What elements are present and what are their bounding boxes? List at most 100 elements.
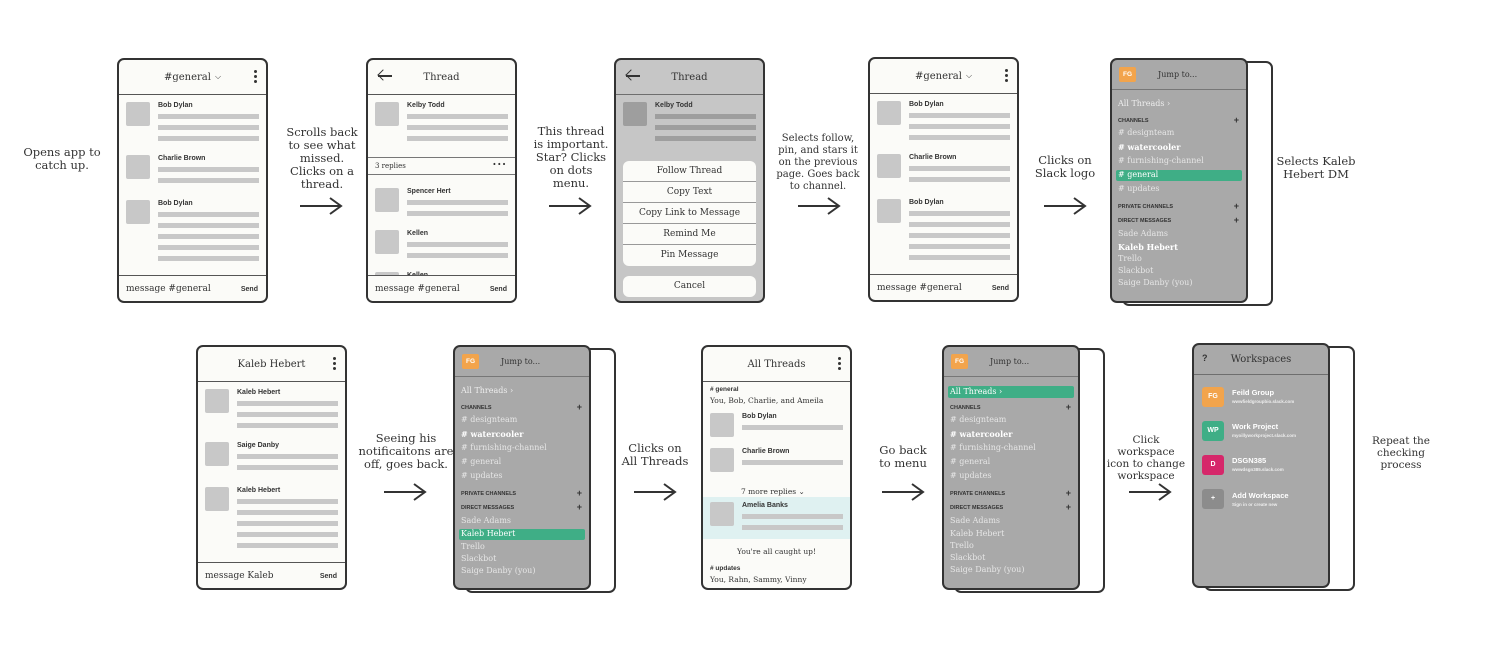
add-icon[interactable]: + (576, 488, 582, 498)
channel-item[interactable]: # watercooler (950, 429, 1013, 439)
thread-channel[interactable]: # general (710, 386, 739, 393)
workspace-icon[interactable]: FG (951, 354, 968, 369)
all-threads-link[interactable]: All Threads › (1118, 99, 1171, 108)
copy-text-button[interactable]: Copy Text (623, 182, 756, 203)
thread-channel[interactable]: # updates (710, 565, 741, 572)
back-arrow-icon[interactable] (626, 75, 640, 77)
dm-item[interactable]: Sade Adams (1118, 229, 1169, 238)
chevron-right-icon: › (999, 387, 1003, 396)
workspace-name[interactable]: Work Project (1232, 422, 1279, 431)
add-workspace-button[interactable]: Add Workspace (1232, 491, 1289, 500)
add-icon[interactable]: + (1233, 201, 1239, 211)
jump-to-search[interactable]: Jump to... (1158, 70, 1198, 79)
chevron-down-icon[interactable]: ⌵ (965, 71, 973, 80)
add-icon[interactable]: + (1065, 502, 1071, 512)
all-threads-link[interactable]: All Threads › (461, 386, 514, 395)
message-author: Charlie Brown (742, 448, 790, 455)
channel-item[interactable]: # designteam (950, 415, 1007, 424)
send-button[interactable]: Send (319, 573, 337, 580)
chevron-down-icon[interactable]: ⌵ (214, 72, 222, 81)
more-icon[interactable] (1005, 69, 1008, 84)
more-icon[interactable] (838, 357, 841, 372)
send-button[interactable]: Send (991, 285, 1009, 292)
channel-item[interactable]: # furnishing-channel (950, 443, 1036, 452)
avatar (710, 502, 734, 526)
dm-item[interactable]: Slackbot (1118, 266, 1154, 275)
workspace-name[interactable]: Feild Group (1232, 388, 1275, 397)
channel-header: #general⌵ (870, 59, 1017, 94)
message-placeholder: message Kaleb (205, 571, 274, 581)
jump-to-search[interactable]: Jump to... (990, 357, 1030, 366)
dm-item[interactable]: Kaleb Hebert (950, 529, 1005, 538)
more-replies-link[interactable]: 7 more replies ⌄ (741, 487, 805, 496)
cancel-button[interactable]: Cancel (673, 281, 706, 291)
message-input[interactable]: message Kaleb Send (198, 562, 345, 588)
arrow-right-icon (384, 483, 427, 501)
avatar (710, 448, 734, 472)
more-icon[interactable] (254, 70, 257, 85)
channel-item[interactable]: # watercooler (461, 429, 524, 439)
dm-item[interactable]: Sade Adams (461, 516, 512, 525)
send-button[interactable]: Send (489, 286, 507, 293)
dm-item[interactable]: Saige Danby (you) (461, 566, 536, 575)
dm-item[interactable]: Sade Adams (950, 516, 1001, 525)
channel-title[interactable]: #general (914, 70, 962, 82)
more-icon[interactable] (333, 357, 336, 372)
dm-item[interactable]: Saige Danby (you) (1118, 278, 1193, 287)
dm-item-selected[interactable]: Kaleb Hebert (461, 529, 516, 538)
add-icon[interactable]: + (1233, 115, 1239, 125)
dm-item[interactable]: Kaleb Hebert (1118, 242, 1178, 252)
channel-item-selected[interactable]: # general (1118, 170, 1159, 179)
pin-message-button[interactable]: Pin Message (660, 250, 719, 260)
copy-link-button[interactable]: Copy Link to Message (623, 203, 756, 224)
dm-header: Kaleb Hebert (198, 347, 345, 382)
add-workspace-icon[interactable]: + (1202, 489, 1224, 509)
add-icon[interactable]: + (576, 502, 582, 512)
add-icon[interactable]: + (1233, 215, 1239, 225)
channel-item[interactable]: # general (950, 457, 991, 466)
channel-item[interactable]: # updates (461, 471, 503, 480)
channel-item[interactable]: # general (461, 457, 502, 466)
remind-me-button[interactable]: Remind Me (623, 224, 756, 245)
add-icon[interactable]: + (576, 402, 582, 412)
message-author: Saige Danby (237, 442, 280, 449)
channel-item[interactable]: # designteam (1118, 128, 1175, 137)
avatar (710, 413, 734, 437)
more-dots-icon[interactable]: ··· (492, 158, 507, 171)
dm-item[interactable]: Slackbot (461, 554, 497, 563)
dm-item[interactable]: Trello (1118, 254, 1142, 263)
workspace-icon[interactable]: FG (462, 354, 479, 369)
workspace-icon[interactable]: D (1202, 455, 1224, 475)
workspace-name[interactable]: DSGN385 (1232, 456, 1267, 465)
message-author: Bob Dylan (909, 199, 944, 206)
channel-item[interactable]: # furnishing-channel (1118, 156, 1204, 165)
back-arrow-icon[interactable] (378, 75, 392, 77)
channel-item[interactable]: # furnishing-channel (461, 443, 547, 452)
all-threads-link[interactable]: All Threads › (950, 387, 1003, 396)
channel-item[interactable]: # designteam (461, 415, 518, 424)
follow-thread-button[interactable]: Follow Thread (623, 161, 756, 182)
chevron-right-icon: › (510, 386, 514, 395)
workspace-icon[interactable]: WP (1202, 421, 1224, 441)
dm-item[interactable]: Saige Danby (you) (950, 565, 1025, 574)
action-menu: Follow Thread Copy Text Copy Link to Mes… (623, 161, 756, 266)
channel-item[interactable]: # updates (950, 471, 992, 480)
channel-title[interactable]: #general (163, 71, 211, 83)
add-icon[interactable]: + (1065, 488, 1071, 498)
channel-item[interactable]: # watercooler (1118, 142, 1181, 152)
jump-to-search[interactable]: Jump to... (501, 357, 541, 366)
workspace-icon[interactable]: FG (1202, 387, 1224, 407)
add-icon[interactable]: + (1065, 402, 1071, 412)
send-button[interactable]: Send (240, 286, 258, 293)
dm-item[interactable]: Trello (461, 542, 485, 551)
channel-item[interactable]: # updates (1118, 184, 1160, 193)
dm-item[interactable]: Slackbot (950, 553, 986, 562)
dm-item[interactable]: Trello (950, 541, 974, 550)
help-icon[interactable]: ? (1202, 353, 1208, 363)
workspace-icon[interactable]: FG (1119, 67, 1136, 82)
